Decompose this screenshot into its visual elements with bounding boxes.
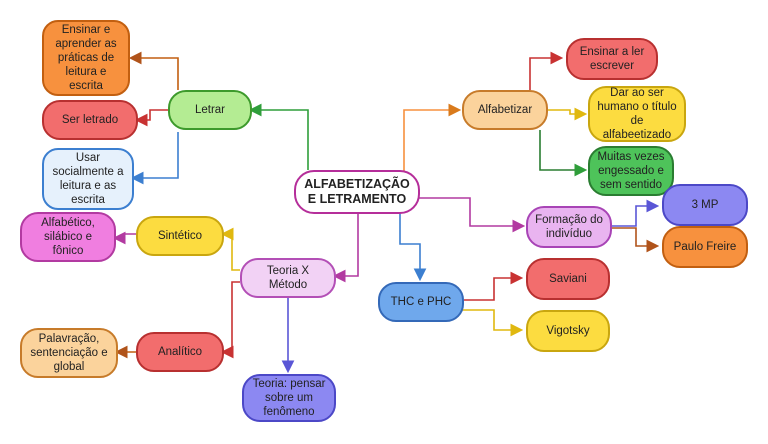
node-muitas-vezes[interactable]: Muitas vezes engessado e sem sentido — [588, 146, 674, 196]
edge-alfabetizar-muitas — [539, 130, 588, 177]
edge-thc-vigotsky — [462, 309, 524, 337]
node-letrar[interactable]: Letrar — [168, 90, 252, 130]
node-teoria-fenomeno[interactable]: Teoria: pensar sobre um fenômeno — [242, 374, 336, 422]
edge-central-letrar — [248, 103, 309, 170]
edge-letrar-usar — [130, 132, 179, 185]
edge-central-formacao — [418, 197, 526, 233]
edge-letrar-ser-letrado — [134, 109, 168, 127]
node-3mp[interactable]: 3 MP — [662, 184, 748, 226]
central-topic[interactable]: ALFABETIZAÇÃO E LETRAMENTO — [294, 170, 420, 214]
edge-central-alfabetizar — [403, 103, 462, 172]
edge-formacao-paulo — [612, 227, 660, 253]
node-ensinar-aprender[interactable]: Ensinar e aprender as práticas de leitur… — [42, 20, 130, 96]
node-alfabetico-silabico[interactable]: Alfabético, silábico e fônico — [20, 212, 116, 262]
edge-thc-saviani — [464, 271, 524, 301]
edge-sintetico-alfabetico — [112, 231, 136, 245]
node-ensinar-ler[interactable]: Ensinar a ler escrever — [566, 38, 658, 80]
node-alfabetizar[interactable]: Alfabetizar — [462, 90, 548, 130]
edge-teoria-analitico — [220, 281, 240, 359]
node-paulo-freire[interactable]: Paulo Freire — [662, 226, 748, 268]
edge-letrar-ensinar — [128, 51, 179, 90]
node-usar-socialmente[interactable]: Usar socialmente a leitura e as escrita — [42, 148, 134, 210]
edge-alfabetizar-dar — [548, 107, 588, 121]
node-sintetico[interactable]: Sintético — [136, 216, 224, 256]
edge-alfabetizar-ensinar-ler — [529, 51, 564, 90]
node-analitico[interactable]: Analítico — [136, 332, 224, 372]
edge-central-teoria — [332, 214, 359, 283]
node-formacao[interactable]: Formação do indivíduo — [526, 206, 612, 248]
node-palavracao[interactable]: Palavração, sentenciação e global — [20, 328, 118, 378]
edge-formacao-3mp — [612, 199, 660, 227]
edge-teoria-sintetico — [220, 227, 240, 271]
node-teoria-metodo[interactable]: Teoria X Método — [240, 258, 336, 298]
node-saviani[interactable]: Saviani — [526, 258, 610, 300]
node-vigotsky[interactable]: Vigotsky — [526, 310, 610, 352]
node-ser-letrado[interactable]: Ser letrado — [42, 100, 138, 140]
edge-central-thc — [399, 210, 427, 282]
node-dar-titulo[interactable]: Dar ao ser humano o título de alfabeetiz… — [588, 86, 686, 142]
node-thc-phc[interactable]: THC e PHC — [378, 282, 464, 322]
